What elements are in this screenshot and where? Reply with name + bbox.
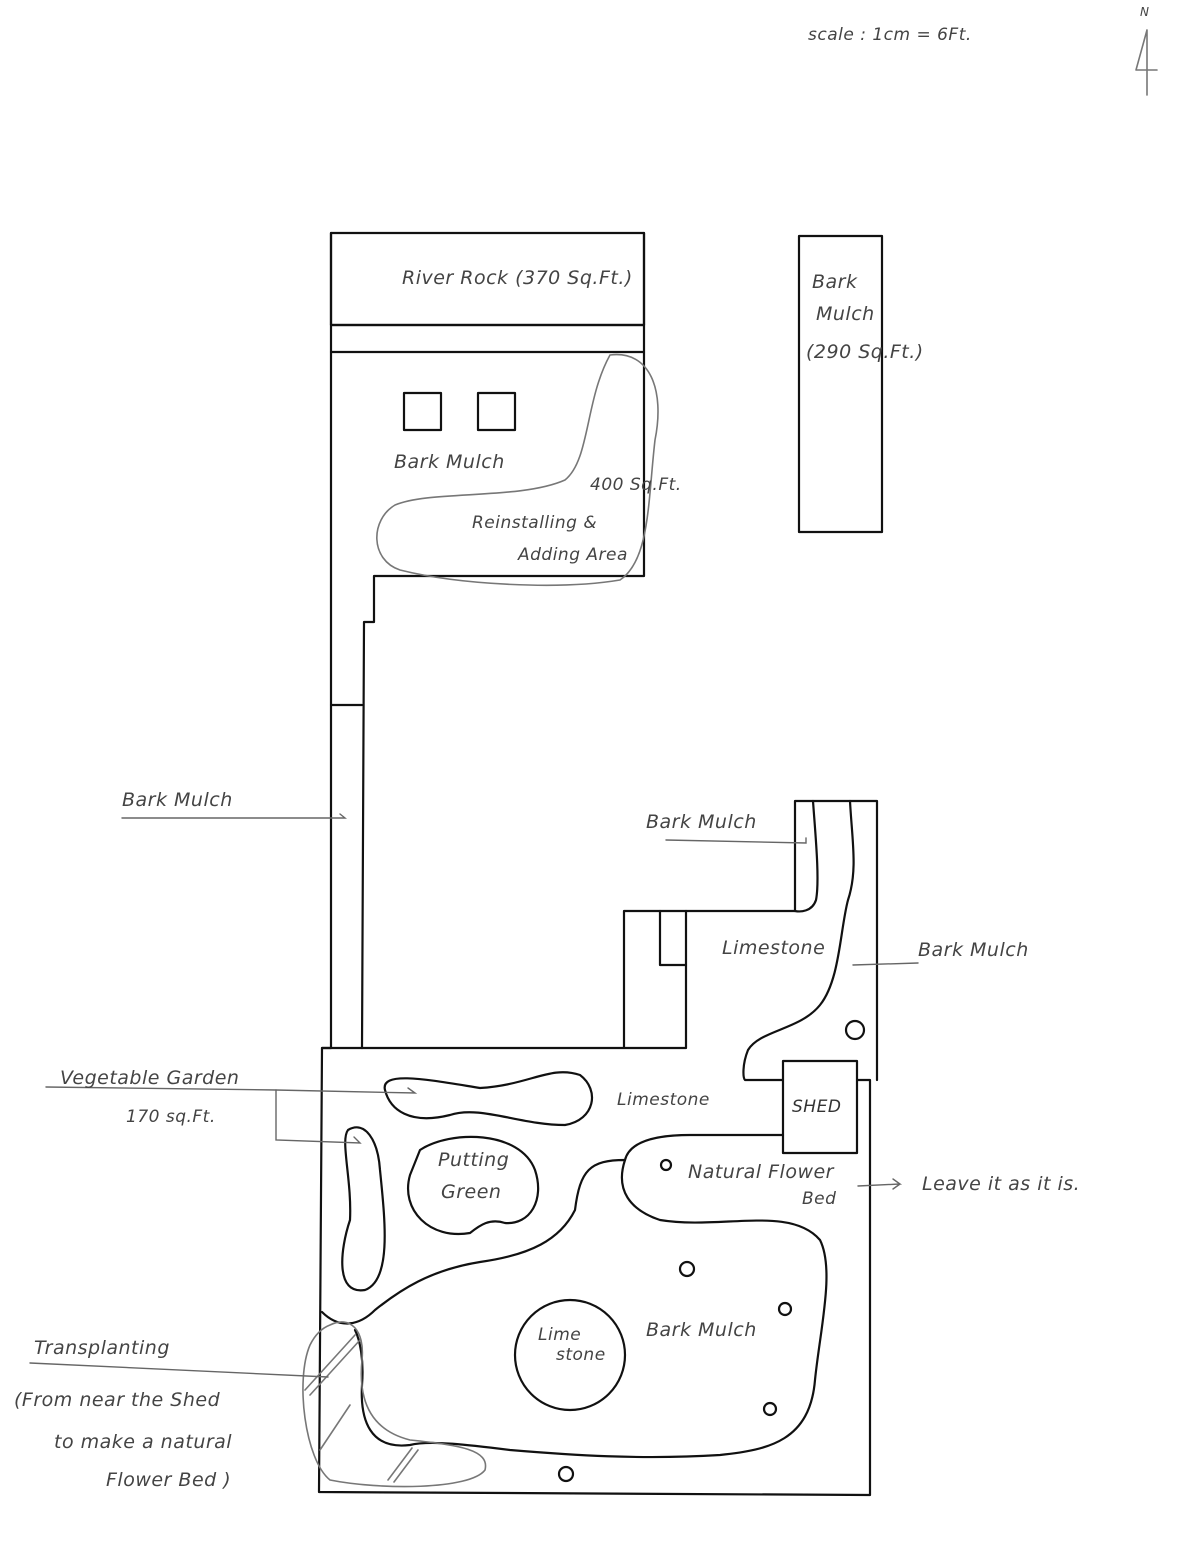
shed-label: SHED (792, 1097, 842, 1117)
natural-flower-bed-line2: Bed (802, 1189, 837, 1209)
reinstall-area-outline (376, 353, 659, 586)
top-yard-outline (329, 231, 646, 1050)
limestone-circle-line1: Lime (538, 1325, 582, 1345)
bark-mulch-main-label: Bark Mulch (646, 1319, 757, 1341)
bark-mulch-right-label: Bark Mulch (918, 939, 1029, 961)
north-arrow-icon (1135, 29, 1158, 96)
limestone-upper-label: Limestone (722, 937, 826, 959)
reinstall-area-line1: Reinstalling & (472, 513, 598, 533)
vegetable-garden-size: 170 sq.Ft. (126, 1107, 216, 1127)
natural-flower-bed-outline (623, 1133, 785, 1162)
plant-marker (762, 1401, 778, 1417)
putting-green-line2: Green (441, 1181, 502, 1203)
bark-mulch-path-label: Bark Mulch (646, 811, 757, 833)
vegetable-garden-label: Vegetable Garden (60, 1067, 240, 1089)
plant-marker (777, 1301, 793, 1317)
bark-mulch-strip (797, 234, 884, 534)
vegetable-bed-1 (383, 1071, 594, 1127)
bark-mulch-main-outline (320, 1158, 828, 1459)
lower-yard-outline (317, 1046, 872, 1497)
putting-green-line1: Putting (438, 1149, 510, 1171)
plant-marker (557, 1465, 575, 1483)
bark-mulch-top-label: Bark Mulch (394, 451, 505, 473)
scale-label: scale : 1cm = 6Ft. (808, 25, 972, 45)
transplanting-note-line2: to make a natural (54, 1431, 233, 1453)
plant-marker (678, 1260, 696, 1278)
planter-box-1 (402, 391, 443, 432)
bark-mulch-left-label: Bark Mulch (122, 789, 233, 811)
putting-green-outline (407, 1135, 540, 1236)
north-label: N (1140, 5, 1150, 19)
leave-as-is-note: Leave it as it is. (922, 1173, 1081, 1195)
transplanting-area (302, 1321, 487, 1488)
bark-mulch-strip-line1: Bark (812, 271, 858, 293)
leader-lines (29, 813, 919, 1378)
transplanting-label: Transplanting (34, 1337, 170, 1359)
reinstall-area-line2: Adding Area (518, 545, 628, 565)
right-structures (360, 799, 879, 1082)
river-rock-label: River Rock (370 Sq.Ft.) (402, 267, 633, 289)
planter-box-2 (476, 391, 517, 432)
reinstall-area-size: 400 Sq.Ft. (590, 475, 682, 495)
bark-mulch-strip-line3: (290 Sq.Ft.) (806, 341, 924, 363)
transplanting-note-line1: (From near the Shed (14, 1389, 221, 1411)
plant-marker (659, 1158, 673, 1172)
limestone-circle-line2: stone (556, 1345, 606, 1365)
limestone-circle (513, 1298, 627, 1412)
transplanting-note-line3: Flower Bed ) (106, 1469, 232, 1491)
shed-box (781, 1059, 859, 1155)
limestone-middle-label: Limestone (617, 1090, 710, 1110)
bark-mulch-strip-line2: Mulch (816, 303, 875, 325)
vegetable-bed-2 (341, 1126, 386, 1292)
natural-flower-bed-line1: Natural Flower (688, 1161, 834, 1183)
